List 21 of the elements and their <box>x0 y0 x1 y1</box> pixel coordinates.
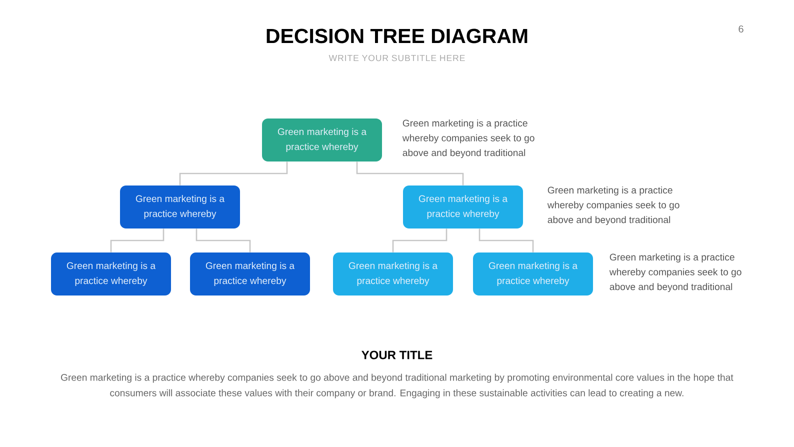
description-text: Green marketing is a practice whereby companies seek to go above and beyond traditional <box>609 254 742 292</box>
body-text: Green marketing is a practice whereby companies seek to go above and beyond traditional marketing by promoting environmental core values in the hope that consumers will associate these values with their company or brand. Engaging in these sustainable activities can lead to creating a new. <box>61 374 734 398</box>
process-box: Green marketing is a practice whereby <box>120 186 240 228</box>
connector-line <box>356 162 464 186</box>
process-box: Green marketing is a practice whereby <box>473 252 593 296</box>
process-box: Green marketing is a practice whereby <box>403 186 523 228</box>
process-box: Green marketing is a practice whereby <box>333 252 453 296</box>
section-heading: YOUR TITLE <box>362 350 432 360</box>
connector-line <box>478 228 534 252</box>
title: DECISION TREE DIAGRAM <box>266 28 528 44</box>
process-box: Green marketing is a practice whereby <box>262 118 382 162</box>
connector-line <box>196 228 251 252</box>
process-box: Green marketing is a practice whereby <box>51 252 171 296</box>
subtitle: WRITE YOUR SUBTITLE HERE <box>328 54 465 62</box>
connector-line <box>179 162 288 186</box>
description-text: Green marketing is a practice whereby companies seek to go above and beyond traditional <box>402 120 534 158</box>
connector-line <box>110 228 164 252</box>
description-text: Green marketing is a practice whereby companies seek to go above and beyond traditional <box>547 186 680 226</box>
connector-line <box>392 228 448 252</box>
page-number: 6 <box>738 25 744 33</box>
process-box: Green marketing is a practice whereby <box>190 252 310 296</box>
